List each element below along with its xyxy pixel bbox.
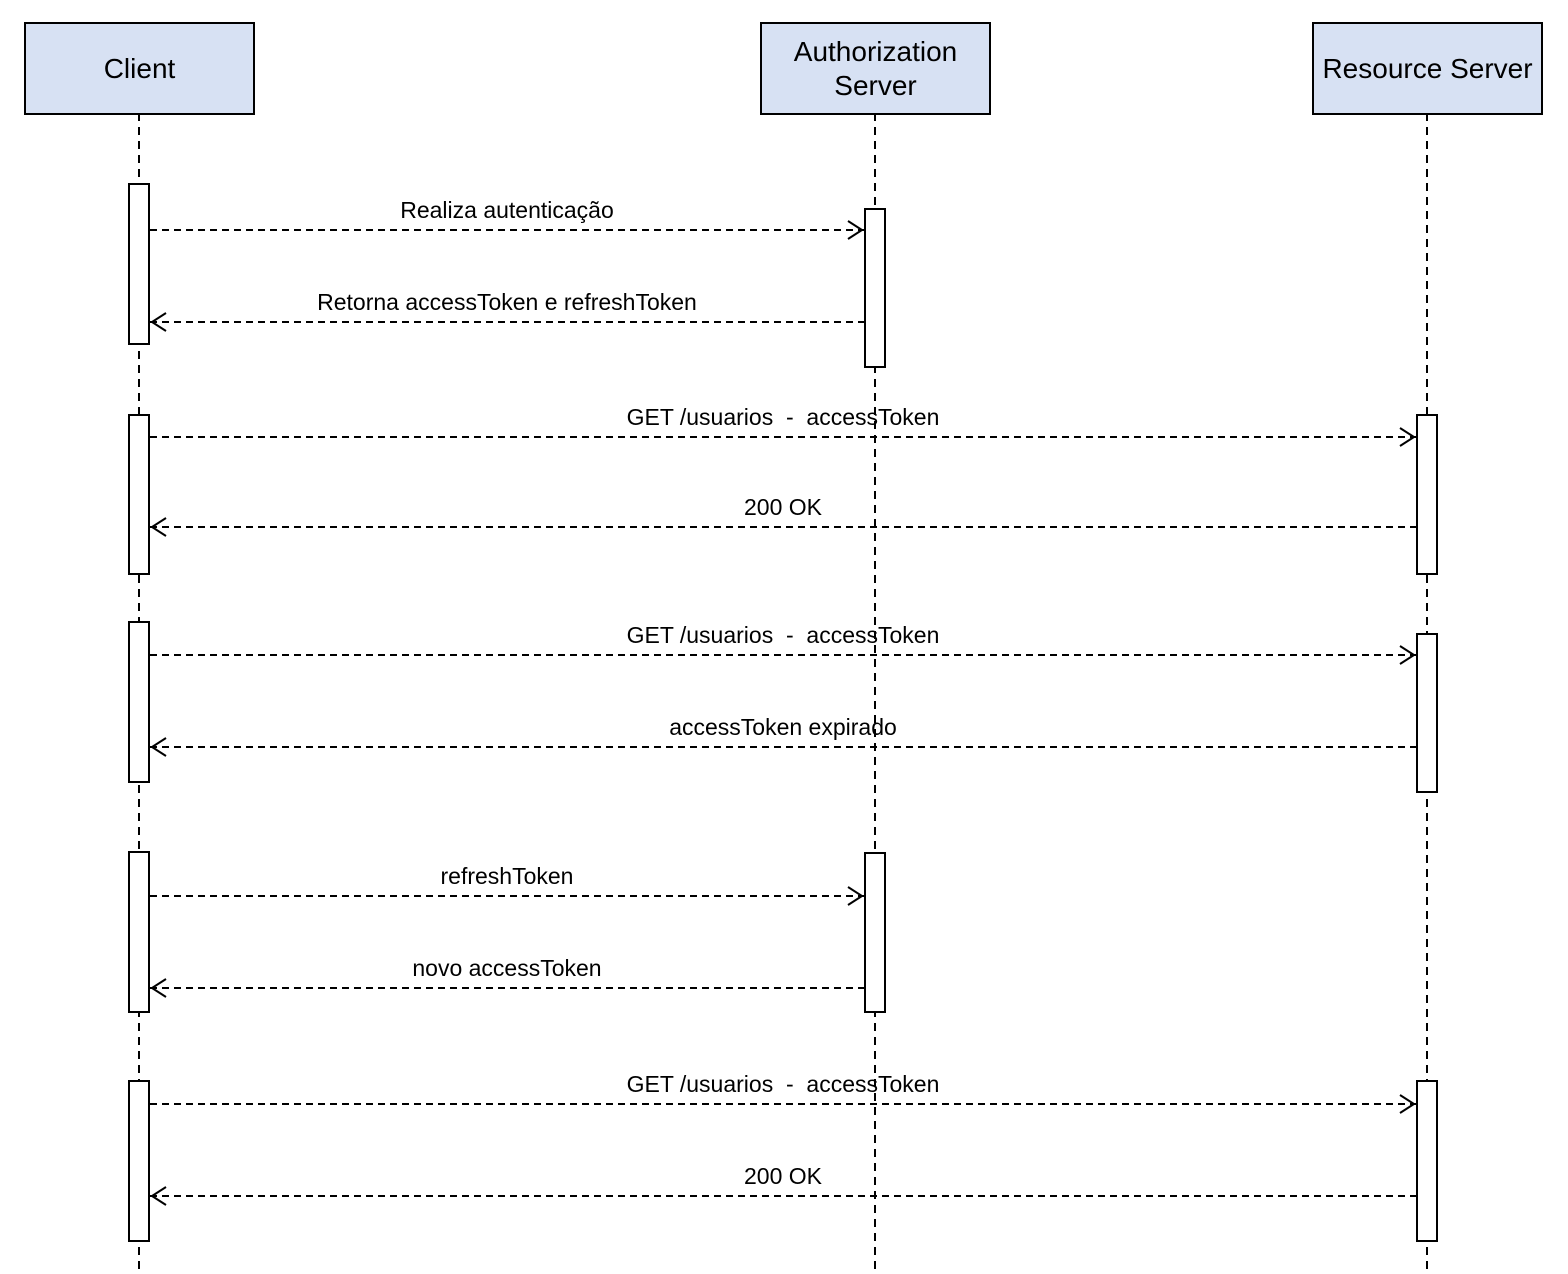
activation-bar-auth-2	[864, 852, 886, 1013]
message-label: Retorna accessToken e refreshToken	[317, 289, 697, 315]
actor-label-resource-server: Resource Server	[1322, 52, 1533, 84]
message-get-usuarios-3: GET /usuarios - accessToken	[150, 1062, 1416, 1126]
message-label: Realiza autenticação	[400, 197, 614, 223]
message-line	[150, 436, 1416, 438]
message-line	[150, 526, 1416, 528]
actor-box-authorization-server: Authorization Server	[760, 22, 991, 115]
actor-label-authorization-server: Authorization Server	[793, 35, 958, 101]
lifeline-authorization-server	[874, 113, 876, 1274]
activation-bar-client-1	[128, 183, 150, 345]
message-realiza-autenticacao: Realiza autenticação	[150, 188, 864, 252]
message-line	[150, 654, 1416, 656]
message-label: novo accessToken	[412, 955, 602, 981]
message-label: 200 OK	[744, 494, 822, 520]
arrowhead-left-icon	[148, 977, 170, 999]
message-label: GET /usuarios - accessToken	[626, 622, 940, 648]
message-label: accessToken expirado	[669, 714, 897, 740]
arrowhead-right-icon	[1396, 644, 1418, 666]
message-get-usuarios-2: GET /usuarios - accessToken	[150, 613, 1416, 677]
message-label: refreshToken	[440, 863, 574, 889]
arrowhead-right-icon	[1396, 426, 1418, 448]
arrowhead-left-icon	[148, 1185, 170, 1207]
activation-bar-client-5	[128, 1080, 150, 1242]
message-label: GET /usuarios - accessToken	[626, 1071, 940, 1097]
arrowhead-left-icon	[148, 516, 170, 538]
message-200-ok-2: 200 OK	[150, 1154, 1416, 1218]
message-get-usuarios-1: GET /usuarios - accessToken	[150, 395, 1416, 459]
actor-label-client: Client	[103, 52, 176, 84]
activation-bar-client-4	[128, 851, 150, 1013]
activation-bar-auth-1	[864, 208, 886, 368]
message-line	[150, 746, 1416, 748]
arrowhead-left-icon	[148, 311, 170, 333]
message-line	[150, 1195, 1416, 1197]
message-retorna-tokens: Retorna accessToken e refreshToken	[150, 280, 864, 344]
actor-box-resource-server: Resource Server	[1312, 22, 1543, 115]
message-accesstoken-expirado: accessToken expirado	[150, 705, 1416, 769]
message-line	[150, 321, 864, 323]
activation-bar-resource-3	[1416, 1080, 1438, 1242]
actor-box-client: Client	[24, 22, 255, 115]
message-refreshtoken: refreshToken	[150, 854, 864, 918]
activation-bar-client-3	[128, 621, 150, 783]
arrowhead-left-icon	[148, 736, 170, 758]
message-label: GET /usuarios - accessToken	[626, 404, 940, 430]
activation-bar-client-2	[128, 414, 150, 575]
message-novo-accesstoken: novo accessToken	[150, 946, 864, 1010]
message-200-ok-1: 200 OK	[150, 485, 1416, 549]
arrowhead-right-icon	[844, 885, 866, 907]
arrowhead-right-icon	[844, 219, 866, 241]
message-line	[150, 987, 864, 989]
activation-bar-resource-2	[1416, 633, 1438, 793]
message-label: 200 OK	[744, 1163, 822, 1189]
arrowhead-right-icon	[1396, 1093, 1418, 1115]
message-line	[150, 1103, 1416, 1105]
message-line	[150, 229, 864, 231]
activation-bar-resource-1	[1416, 414, 1438, 575]
message-line	[150, 895, 864, 897]
